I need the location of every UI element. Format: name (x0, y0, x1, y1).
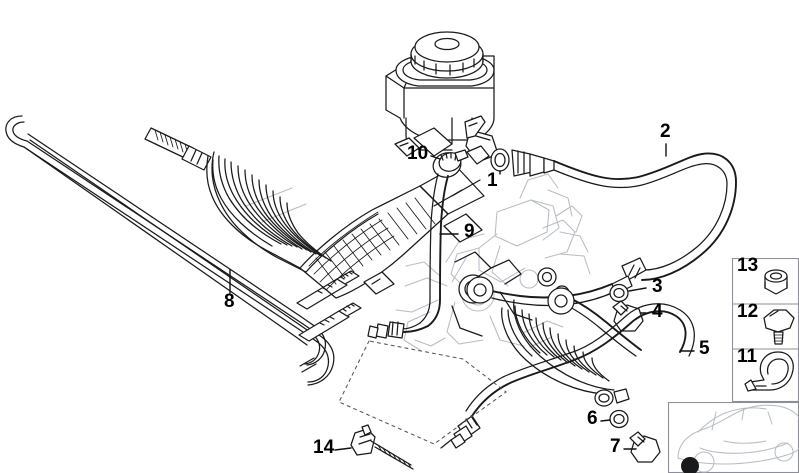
part-5-pressure-hose (440, 287, 695, 449)
callout-label-1: 1 (487, 170, 498, 191)
part-10-hose-clamp (432, 149, 469, 178)
car-silhouette-sedan (677, 404, 799, 473)
banjo-stack-upper-washer (594, 388, 630, 407)
rack-center-housing (419, 165, 570, 337)
callout-label-12: 12 (737, 301, 759, 322)
rack-bellows-boot-right (501, 299, 615, 395)
callout-label-5: 5 (699, 338, 710, 359)
callout-leader-lines (229, 143, 695, 451)
callout-label-13: 13 (737, 255, 759, 276)
part-9-suction-hose (367, 173, 449, 339)
callout-label-9: 9 (464, 221, 475, 242)
cooler-pipe-end-lower (298, 302, 362, 342)
callout-label-8: 8 (224, 291, 235, 312)
callout-label-6: 6 (587, 408, 598, 429)
callout-label-2: 2 (660, 121, 671, 142)
vehicle-thumbnail (668, 402, 799, 473)
part-3-sealing-washer (609, 283, 629, 303)
routing-reference-outline (338, 340, 507, 445)
part-1-sealing-ring (490, 148, 510, 172)
callout-label-10: 10 (407, 143, 429, 164)
legend-icon-self-locking-nut (764, 269, 788, 295)
legend-icon-rubber-lined-clamp (744, 351, 794, 392)
rack-bellows-boot-left (206, 151, 332, 273)
reservoir-filler-cap (410, 31, 484, 79)
part-14-cable-tie (350, 424, 414, 470)
callout-label-14: 14 (313, 437, 335, 458)
part-4-banjo-bolt (612, 300, 644, 332)
rack-housing-tube (299, 185, 449, 299)
callout-label-7: 7 (610, 436, 621, 457)
cooler-pipe-end-upper (296, 270, 360, 310)
legend-box (732, 258, 799, 402)
part-8-oil-cooler-pipe (5, 115, 362, 386)
callout-label-11: 11 (737, 346, 758, 367)
part-7-banjo-bolt (629, 431, 661, 463)
legend-icon-hex-bolt (763, 309, 795, 345)
callout-label-3: 3 (652, 276, 663, 297)
part-6-sealing-washer (609, 409, 629, 429)
callout-label-4: 4 (652, 301, 663, 322)
fluid-reservoir (385, 31, 499, 165)
steering-rack-assembly (144, 127, 615, 395)
